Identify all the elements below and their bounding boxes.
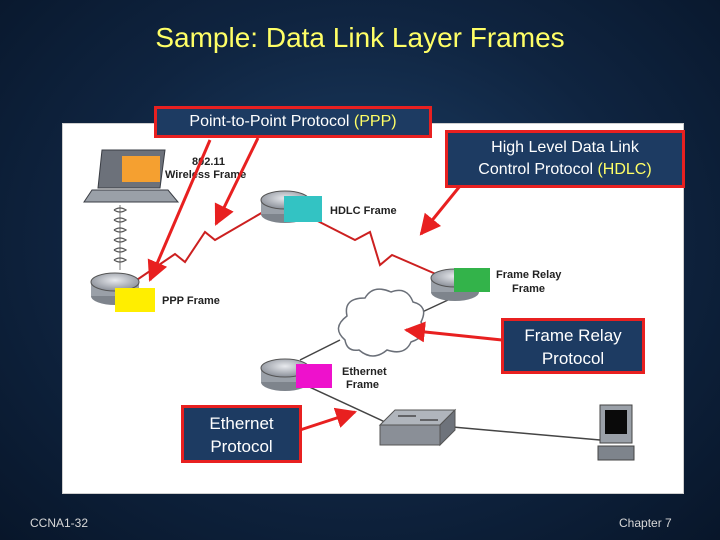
- ppp-frame-label: PPP Frame: [162, 295, 220, 307]
- ppp-callout-accent: (PPP): [353, 113, 397, 130]
- ethernet-callout-line2: Protocol: [210, 437, 273, 456]
- router-icon: [90, 272, 155, 312]
- ethernet-frame-label-2: Frame: [346, 379, 379, 391]
- wireless-antenna-icon: [113, 205, 128, 270]
- ethernet-link: [429, 424, 601, 441]
- ppp-arrow: [214, 137, 260, 226]
- hdlc-arrow: [419, 185, 462, 236]
- ppp-frame-block: [115, 288, 155, 312]
- frame-relay-frame-block: [454, 268, 490, 292]
- frame-relay-callout-line1: Frame Relay: [524, 326, 622, 345]
- ethernet-frame-block: [296, 364, 332, 388]
- frame-relay-callout-line2: Protocol: [541, 349, 605, 368]
- hdlc-callout-line2: Control Protocol: [478, 161, 598, 178]
- callout-arrows: [147, 137, 503, 432]
- frame-relay-frame-label-1: Frame Relay: [496, 269, 562, 281]
- ethernet-callout: Ethernet Protocol: [181, 405, 302, 463]
- wireless-frame-label-2: Wireless Frame: [165, 169, 246, 181]
- serial-link-icon: [124, 207, 271, 289]
- pc-icon: [597, 404, 635, 461]
- hdlc-callout: High Level Data Link Control Protocol (H…: [445, 130, 685, 188]
- hdlc-frame-label: HDLC Frame: [330, 205, 397, 217]
- footer-left: CCNA1-32: [30, 516, 89, 530]
- serial-link-icon: [299, 211, 446, 279]
- router-icon: [430, 268, 490, 301]
- ppp-arrow: [147, 139, 212, 282]
- ethernet-callout-line1: Ethernet: [209, 414, 274, 433]
- frame-relay-frame-label-2: Frame: [512, 283, 545, 295]
- ppp-callout-text: Point-to-Point Protocol: [189, 113, 354, 130]
- laptop-icon: [83, 149, 180, 203]
- frame-relay-callout: Frame Relay Protocol: [501, 318, 645, 374]
- ethernet-arrow: [299, 407, 357, 432]
- wan-cloud-icon: [337, 288, 425, 357]
- hdlc-callout-accent: (HDLC): [597, 161, 652, 178]
- hdlc-frame-block: [284, 196, 322, 222]
- footer-right: Chapter 7: [619, 516, 672, 530]
- ppp-callout: Point-to-Point Protocol (PPP): [154, 106, 432, 138]
- wireless-frame-block: [122, 156, 160, 182]
- switch-icon: [378, 408, 457, 447]
- ethernet-frame-label-1: Ethernet: [342, 366, 387, 378]
- router-icon: [260, 358, 332, 391]
- hdlc-callout-line1: High Level Data Link: [491, 139, 639, 156]
- frame-relay-arrow: [403, 321, 503, 343]
- router-icon: [260, 190, 322, 223]
- slide-title: Sample: Data Link Layer Frames: [155, 22, 565, 53]
- wireless-frame-label-1: 802.11: [192, 156, 225, 168]
- wan-link: [299, 339, 341, 361]
